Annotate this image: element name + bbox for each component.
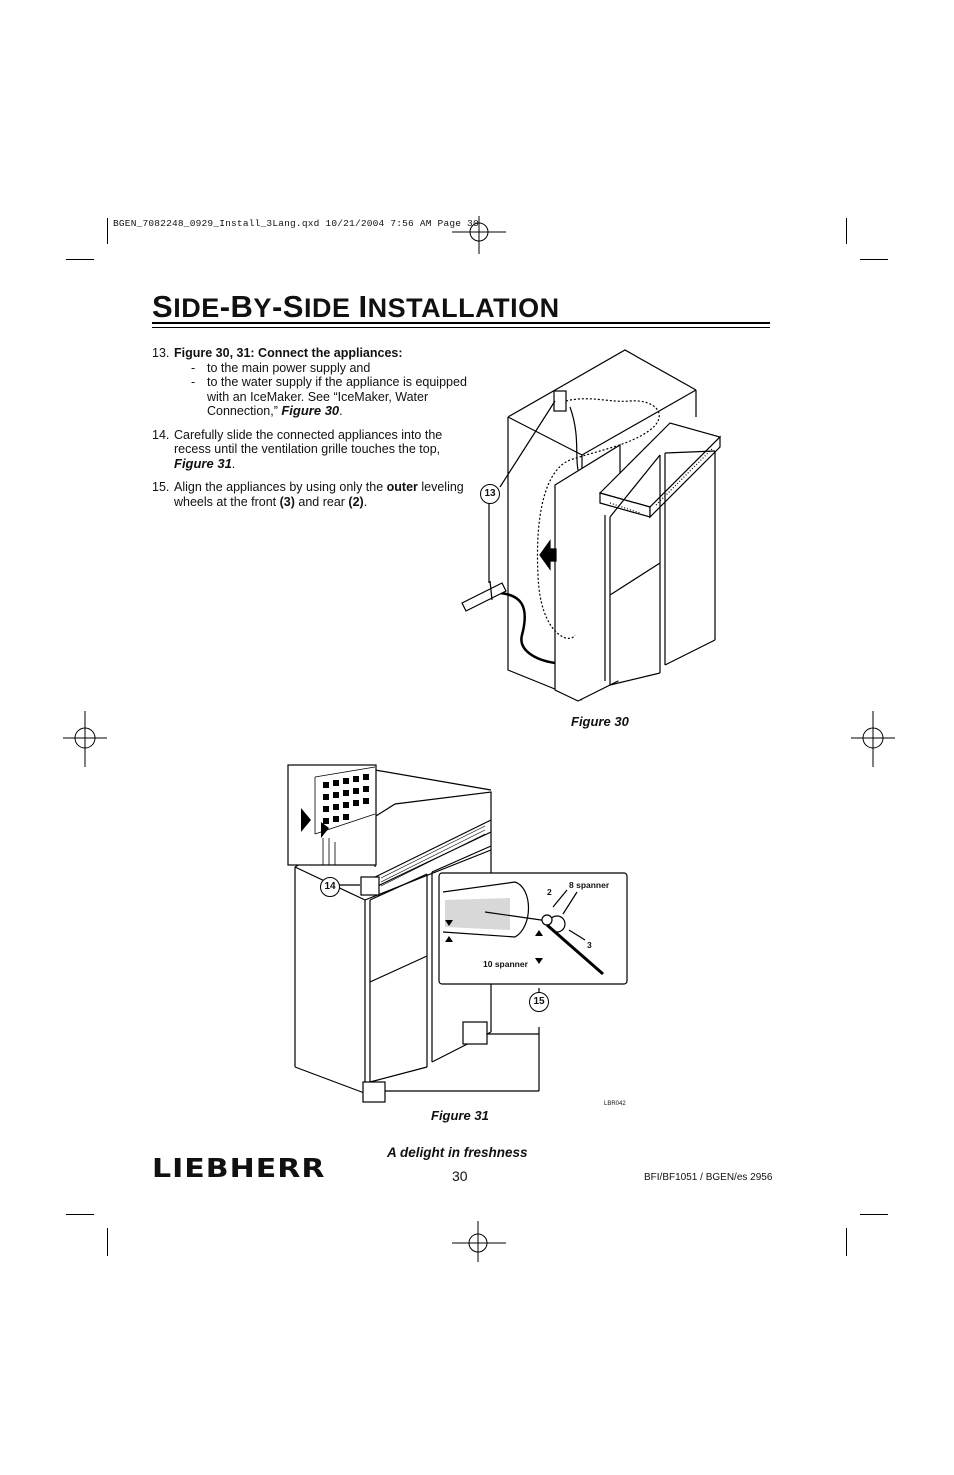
figure-30-caption: Figure 30 [571, 714, 629, 729]
page-title: SIDE-BY-SIDE INSTALLATION [152, 289, 560, 324]
step-15: 15. Align the appliances by using only t… [152, 480, 464, 509]
step-13-heading: Figure 30, 31: Connect the appliances: [174, 346, 403, 360]
label-8-spanner: 8 spanner [569, 880, 610, 890]
title-rule-thin [152, 327, 770, 328]
figure-code: LBR042 [604, 1101, 626, 1107]
figure-31-illustration [287, 764, 628, 1103]
instruction-steps: 13. Figure 30, 31: Connect the appliance… [152, 346, 472, 518]
step-13-bullet: -to the water supply if the appliance is… [191, 375, 467, 418]
step-14: 14. Carefully slide the connected applia… [152, 427, 443, 471]
crop-mark [66, 259, 94, 260]
crop-mark [107, 218, 108, 244]
crop-mark [846, 218, 847, 244]
callout-13: 13 [480, 484, 500, 504]
crop-mark [860, 1214, 888, 1215]
crop-mark [860, 259, 888, 260]
crop-mark [846, 1228, 847, 1256]
step-13: 13. Figure 30, 31: Connect the appliance… [152, 346, 472, 419]
figure-31-caption: Figure 31 [431, 1108, 489, 1123]
callout-15: 15 [529, 992, 549, 1012]
crop-mark [107, 1228, 108, 1256]
figure-30-illustration [461, 349, 722, 705]
page-number: 30 [452, 1168, 468, 1184]
label-3: 3 [587, 940, 592, 950]
liebherr-logo: LIEBHERR [152, 1154, 326, 1184]
title-rule [152, 322, 770, 324]
crop-mark [66, 1214, 94, 1215]
callout-14: 14 [320, 877, 340, 897]
tagline: A delight in freshness [387, 1145, 528, 1160]
print-header: BGEN_7082248_0929_Install_3Lang.qxd 10/2… [113, 218, 479, 229]
label-10-spanner: 10 spanner [483, 959, 528, 969]
label-2: 2 [547, 887, 552, 897]
step-13-bullet: -to the main power supply and [191, 360, 371, 375]
document-reference: BFI/BF1051 / BGEN/es 2956 [644, 1172, 773, 1183]
